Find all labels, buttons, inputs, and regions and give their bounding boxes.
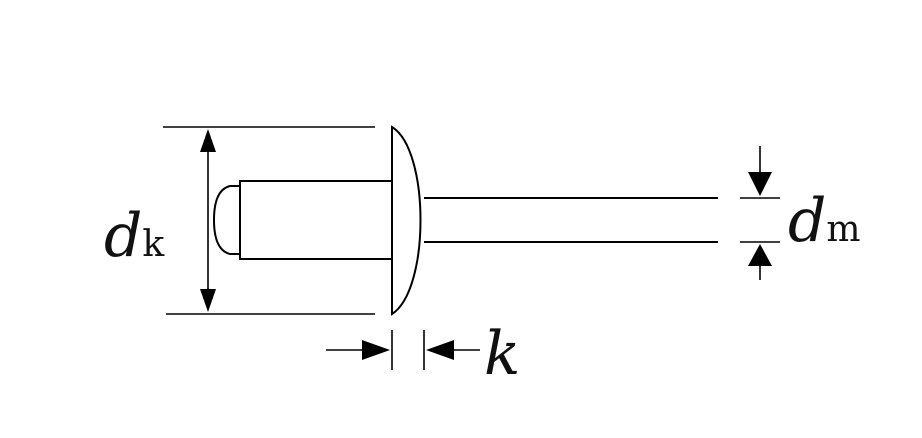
k-arrow-left: [426, 340, 454, 360]
sleeve-body: [239, 180, 393, 260]
dk-label: dk: [104, 201, 165, 271]
dk-dimension: dk: [104, 126, 375, 315]
dm-label-main: d: [788, 186, 826, 256]
k-arrow-right: [362, 340, 390, 360]
dm-dimension: dm: [740, 146, 861, 280]
k-dimension: k: [326, 319, 520, 389]
dk-arrow-up: [200, 129, 216, 152]
k-label: k: [484, 319, 520, 389]
rivet-sleeve: [212, 180, 393, 260]
dk-label-sub: k: [142, 224, 165, 265]
dm-label: dm: [788, 186, 861, 256]
dk-label-main: d: [104, 201, 142, 271]
dm-label-sub: m: [826, 209, 860, 250]
sleeve-tail-end: [212, 185, 240, 255]
dm-arrow-down: [748, 172, 772, 196]
dm-arrow-up: [748, 244, 772, 266]
rivet-head: [391, 125, 422, 316]
mandrel: [424, 197, 718, 243]
dk-arrow-down: [200, 289, 216, 312]
